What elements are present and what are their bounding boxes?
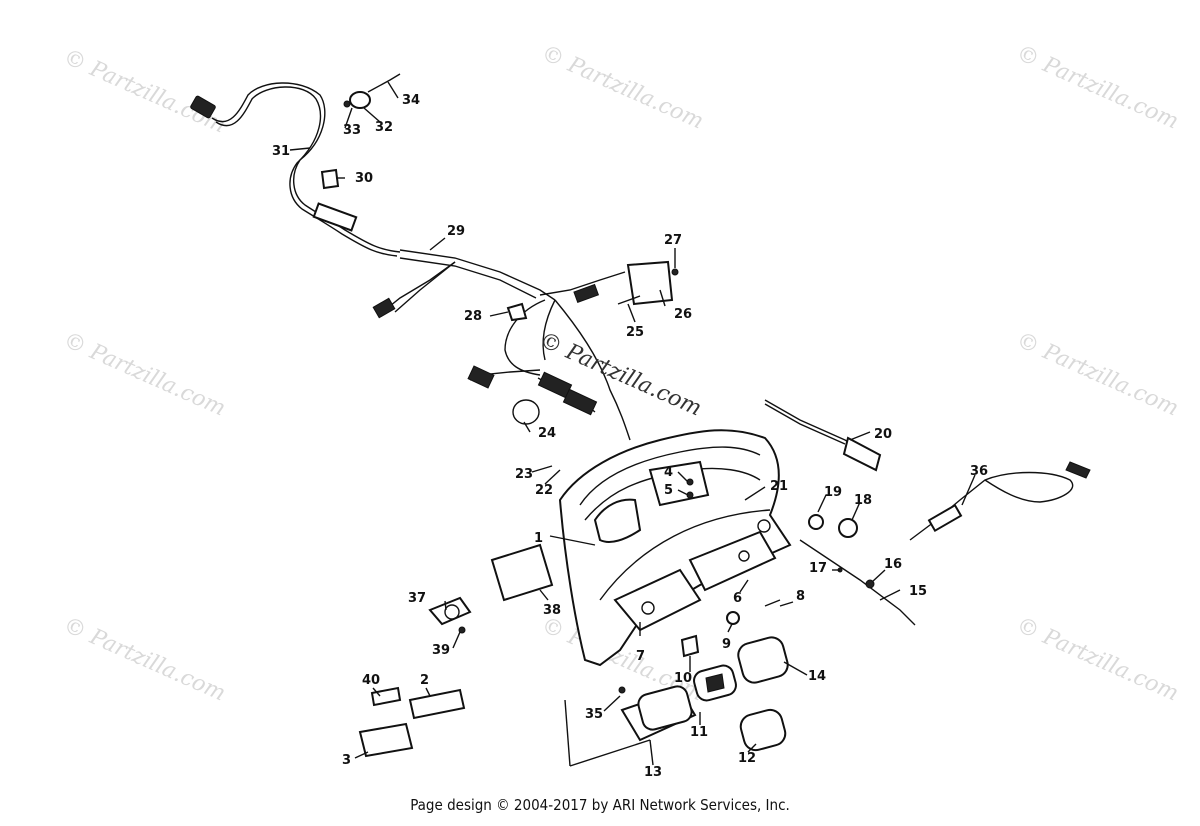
watermark-8: © Partzilla.com: [1013, 613, 1183, 707]
callout-35: 35: [585, 707, 603, 722]
callout-25: 25: [626, 325, 644, 340]
callout-13: 13: [644, 765, 662, 780]
footer-copyright: Page design © 2004-2017 by ARI Network S…: [410, 796, 790, 814]
callout-38: 38: [543, 603, 561, 618]
watermark-4: © Partzilla.com: [60, 328, 230, 422]
callout-6: 6: [733, 591, 742, 606]
callout-17: 17: [809, 561, 827, 576]
callout-29: 29: [447, 224, 465, 239]
watermark-6: © Partzilla.com: [60, 613, 230, 707]
callout-40: 40: [362, 673, 380, 688]
leader-lines: [289, 81, 976, 767]
callout-8: 8: [796, 589, 805, 604]
right-side-parts: [764, 399, 1091, 626]
callout-22: 22: [535, 483, 553, 498]
watermark-1: © Partzilla.com: [60, 45, 230, 139]
callout-15: 15: [909, 584, 927, 599]
watermark-2: © Partzilla.com: [538, 41, 708, 135]
callout-31: 31: [272, 144, 290, 159]
callout-36: 36: [970, 464, 988, 479]
callout-37: 37: [408, 591, 426, 606]
callout-34: 34: [402, 93, 420, 108]
center-watermark: © Partzilla.com: [536, 328, 706, 422]
callout-3: 3: [342, 753, 351, 768]
watermark-3: © Partzilla.com: [1013, 41, 1183, 135]
callout-39: 39: [432, 643, 450, 658]
console-housing: [558, 429, 792, 667]
callout-30: 30: [355, 171, 373, 186]
callout-4: 4: [664, 465, 673, 480]
callout-18: 18: [854, 493, 872, 508]
callout-33: 33: [343, 123, 361, 138]
callout-24: 24: [538, 426, 556, 441]
callout-16: 16: [884, 557, 902, 572]
callout-32: 32: [375, 120, 393, 135]
callout-14: 14: [808, 669, 826, 684]
watermark-5: © Partzilla.com: [1013, 328, 1183, 422]
callout-26: 26: [674, 307, 692, 322]
callout-27: 27: [664, 233, 682, 248]
callout-7: 7: [636, 649, 645, 664]
callout-9: 9: [722, 637, 731, 652]
headlight-parts: [428, 543, 554, 634]
decals: [358, 686, 466, 758]
callout-21: 21: [770, 479, 788, 494]
gauges: [618, 599, 789, 752]
callout-11: 11: [690, 725, 708, 740]
callout-12: 12: [738, 751, 756, 766]
callout-labels: 34 33 32 31 30 29 28 27 25 26 24 23 22 4…: [272, 93, 988, 780]
callout-23: 23: [515, 467, 533, 482]
callout-19: 19: [824, 485, 842, 500]
callout-1: 1: [534, 531, 543, 546]
callout-20: 20: [874, 427, 892, 442]
callout-5: 5: [664, 483, 673, 498]
callout-2: 2: [420, 673, 429, 688]
callout-10: 10: [674, 671, 692, 686]
callout-28: 28: [464, 309, 482, 324]
wiring-harness: [190, 82, 631, 441]
